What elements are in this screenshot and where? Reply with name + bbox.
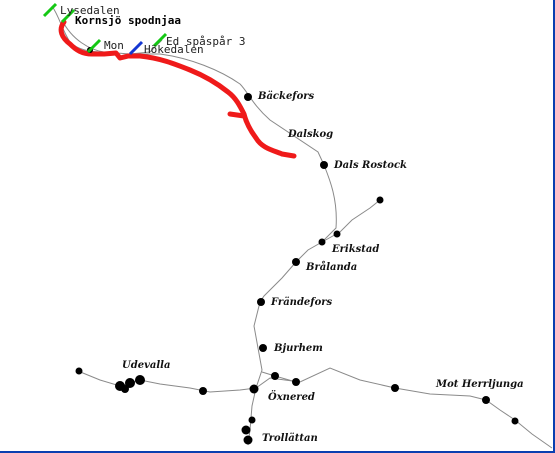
label-oxnered: Öxnered xyxy=(268,390,315,403)
label-lysedalen: Lysedalen xyxy=(60,4,120,17)
station-dot-herrljunga-c[interactable] xyxy=(511,417,519,425)
station-dot-udevalla-east[interactable] xyxy=(199,387,207,395)
label-erikstad: Erikstad xyxy=(331,244,379,255)
label-backefors: Bäckefors xyxy=(257,91,315,102)
label-hokedalen: Hökedalen xyxy=(144,43,204,56)
signal-markers xyxy=(42,2,168,56)
station-dot-bjurhem[interactable] xyxy=(259,344,267,352)
marker-lysedalen[interactable] xyxy=(42,2,58,18)
station-dot-erikstad-b[interactable] xyxy=(318,238,326,246)
station-dot-erikstad-a[interactable] xyxy=(333,230,341,238)
station-dot-trollattan-c[interactable] xyxy=(248,416,256,424)
station-dot-backefors[interactable] xyxy=(244,93,252,101)
station-dot-trollattan-b[interactable] xyxy=(243,435,253,445)
track-udevalla-west xyxy=(77,370,257,393)
label-bjurhem: Bjurhem xyxy=(273,343,323,354)
station-dot-herrljunga-b[interactable] xyxy=(482,396,490,404)
station-dot-dals-rostock[interactable] xyxy=(320,161,328,169)
station-dot-udevalla-west[interactable] xyxy=(75,367,83,375)
label-trollattan: Trollättan xyxy=(262,433,318,444)
station-dot-bralanda[interactable] xyxy=(292,258,300,266)
station-dot-udevalla-c[interactable] xyxy=(135,375,145,385)
label-mon: Mon xyxy=(104,39,124,52)
label-bralanda: Brålanda xyxy=(305,261,357,273)
label-udevalla: Udevalla xyxy=(122,360,170,371)
label-mot-herrljunga: Mot Herrljunga xyxy=(435,379,524,390)
label-dals-rostock: Dals Rostock xyxy=(333,160,407,171)
highlighted-route xyxy=(58,19,297,159)
label-frandefors: Frändefors xyxy=(270,297,333,308)
marker-ed[interactable] xyxy=(152,32,168,48)
marker-hokedalen[interactable] xyxy=(128,40,144,56)
station-dot-udevalla-d[interactable] xyxy=(121,385,129,393)
station-dot-herrljunga-a[interactable] xyxy=(391,384,399,392)
station-dot-ne-spur[interactable] xyxy=(376,196,384,204)
track-northeast-spur xyxy=(321,199,381,243)
station-dot-oxnered[interactable] xyxy=(249,384,259,394)
station-dots xyxy=(75,47,519,445)
station-dot-oxnered-east-b[interactable] xyxy=(292,378,300,386)
label-ed: Ed spåspår 3 xyxy=(166,35,245,48)
station-dot-trollattan-a[interactable] xyxy=(241,425,251,435)
label-dalskog: Dalskog xyxy=(287,129,333,140)
station-dot-oxnered-east-a[interactable] xyxy=(271,372,279,380)
marker-mon[interactable] xyxy=(86,38,102,54)
route-spur xyxy=(227,111,247,119)
marker-kornsjo[interactable] xyxy=(60,8,76,24)
label-kornsjo: Kornsjö spodnjaa xyxy=(75,14,181,27)
station-dot-udevalla-b[interactable] xyxy=(125,378,135,388)
station-dot-frandefors[interactable] xyxy=(257,298,265,306)
